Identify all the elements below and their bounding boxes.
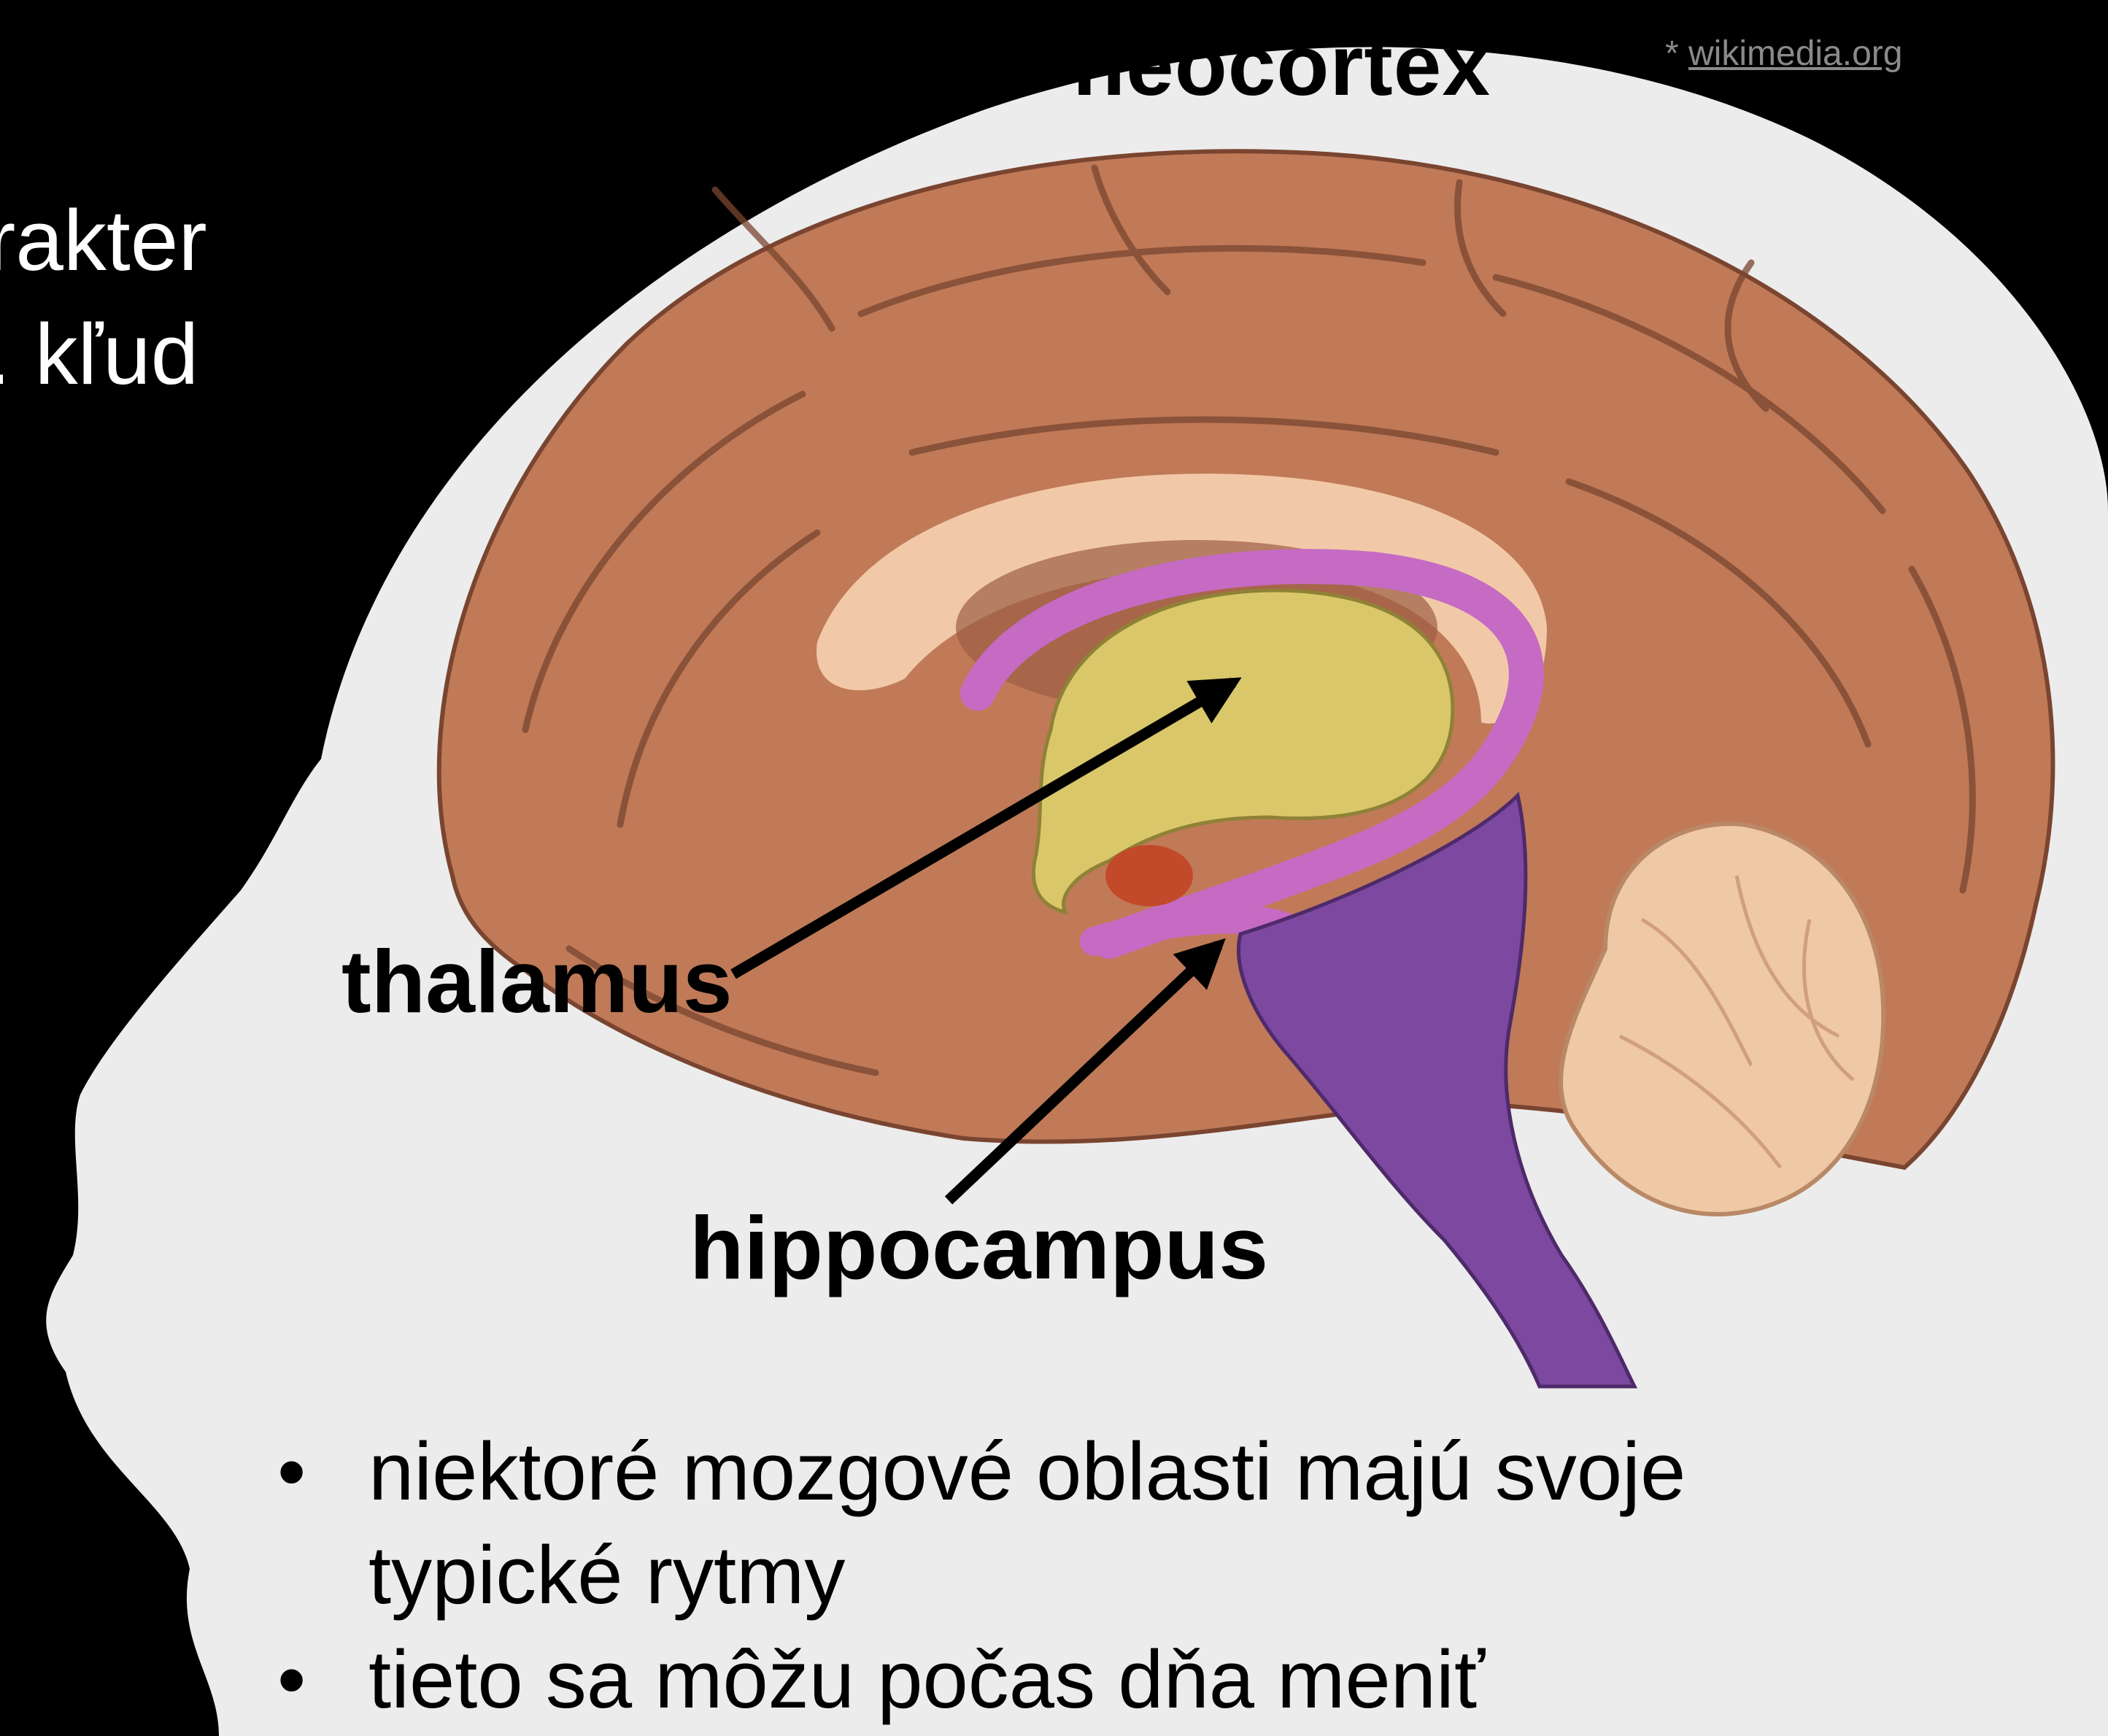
red-nucleus xyxy=(1105,845,1193,906)
thalamus-label: thalamus xyxy=(341,930,733,1033)
bullet-1-line-2: typické rytmy xyxy=(368,1528,845,1622)
bullet-marker: • xyxy=(277,1632,306,1727)
side-text-line-2: . kľud xyxy=(0,305,198,404)
bullet-2-line-1: tieto sa môžu počas dňa meniť xyxy=(368,1632,1485,1727)
hippocampus-label: hippocampus xyxy=(690,1197,1268,1299)
credit-prefix: * xyxy=(1665,34,1688,73)
credit-link[interactable]: wikimedia.org xyxy=(1688,34,1902,73)
diagram-title: neocortex xyxy=(1073,16,1491,115)
image-credit: * wikimedia.org xyxy=(1665,34,1902,74)
side-text-line-1: rakter xyxy=(0,191,207,290)
bullet-marker: • xyxy=(277,1424,306,1519)
bullet-1-line-1: niektoré mozgové oblasti majú svoje xyxy=(368,1424,1686,1519)
